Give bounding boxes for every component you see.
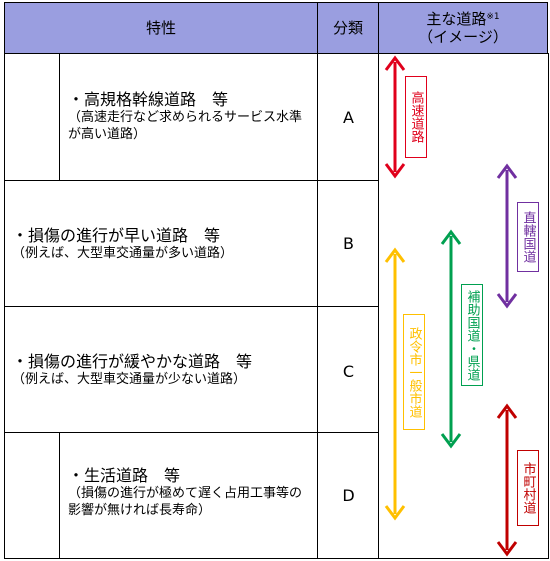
row-divider-ab bbox=[59, 180, 379, 181]
header-classification-label: 分類 bbox=[332, 19, 363, 37]
header-classification: 分類 bbox=[317, 2, 379, 54]
row-divider-bc bbox=[4, 306, 379, 307]
label-city-road: 政令市一般市道 bbox=[403, 314, 425, 430]
row-a-trait: ・高規格幹線道路 等 （高速走行など求められるサービス水準が高い道路） bbox=[68, 90, 308, 143]
outer-right-border bbox=[548, 53, 549, 559]
label-expressway: 高速道路 bbox=[405, 76, 427, 158]
arrow-city-road bbox=[384, 247, 406, 521]
row-d-trait: ・生活道路 等 （損傷の進行が極めて遅く占用工事等の影響が無ければ長寿命） bbox=[68, 466, 308, 519]
row-a-main: ・高規格幹線道路 等 bbox=[68, 90, 229, 109]
arrow-expressway bbox=[384, 55, 406, 179]
arrow-national-direct bbox=[496, 163, 518, 309]
header-road-title: 主な道路※1 bbox=[426, 10, 499, 28]
header-road-label: 主な道路 bbox=[426, 10, 487, 28]
row-c-trait: ・損傷の進行が緩やかな道路 等 （例えば、大型車交通量が少ない道路） bbox=[12, 352, 312, 388]
label-national-direct: 直轄国道 bbox=[517, 202, 539, 272]
header-main-roads: 主な道路※1 （イメージ） bbox=[378, 2, 548, 54]
outer-bottom-border bbox=[4, 558, 549, 559]
arrow-municipal-road bbox=[496, 403, 518, 557]
arrow-auxiliary-national-prefectural bbox=[440, 229, 462, 449]
row-a-class: A bbox=[343, 108, 354, 127]
header-road-note: ※1 bbox=[486, 12, 500, 22]
row-c-main: ・損傷の進行が緩やかな道路 等 bbox=[12, 352, 253, 371]
label-auxiliary-national-prefectural: 補助国道・県道 bbox=[461, 284, 483, 386]
row-divider-cd bbox=[59, 432, 379, 433]
row-b-sub: （例えば、大型車交通量が多い道路） bbox=[12, 246, 234, 261]
inner-indent-border-top bbox=[59, 53, 60, 181]
row-divider-ab-left bbox=[4, 180, 60, 181]
row-d-class: D bbox=[342, 486, 355, 505]
row-a-sub: （高速走行など求められるサービス水準が高い道路） bbox=[68, 110, 303, 142]
row-b-trait: ・損傷の進行が早い道路 等 （例えば、大型車交通量が多い道路） bbox=[12, 226, 312, 262]
header-road-image-label: （イメージ） bbox=[418, 28, 508, 46]
row-b-class: B bbox=[343, 234, 354, 253]
header-trait: 特性 bbox=[4, 2, 318, 54]
row-c-class: C bbox=[342, 362, 355, 381]
row-divider-cd-left bbox=[4, 432, 60, 433]
row-d-sub: （損傷の進行が極めて遅く占用工事等の影響が無ければ長寿命） bbox=[68, 486, 303, 518]
header-trait-label: 特性 bbox=[145, 19, 176, 37]
label-municipal-road: 市町村道 bbox=[517, 450, 539, 526]
inner-indent-border-bottom bbox=[59, 432, 60, 559]
row-b-main: ・損傷の進行が早い道路 等 bbox=[12, 226, 221, 245]
row-d-main: ・生活道路 等 bbox=[68, 466, 181, 485]
row-c-sub: （例えば、大型車交通量が少ない道路） bbox=[12, 372, 247, 387]
